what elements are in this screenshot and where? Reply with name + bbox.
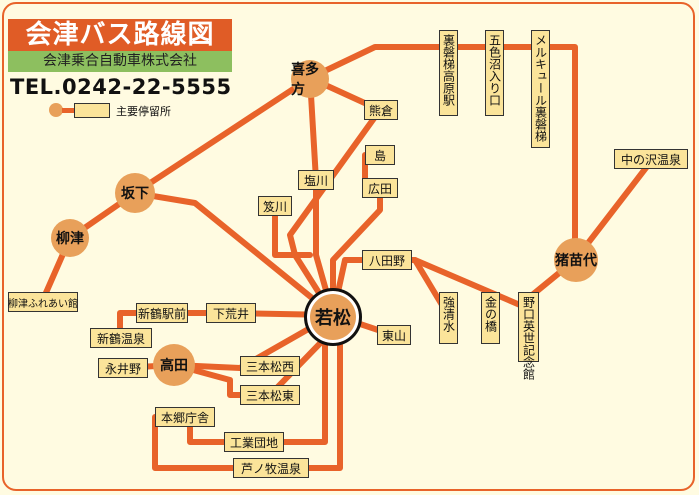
stop-ashinomaki[interactable]: 芦ノ牧温泉 (233, 458, 309, 478)
hub-wakamatsu[interactable]: 若松 (304, 288, 362, 346)
route-kutsukawa (272, 202, 313, 258)
route-kitakata-shiokawa (307, 75, 336, 318)
stop-kyoshimizu[interactable]: 強清水 (439, 292, 458, 344)
stop-hongo[interactable]: 本郷庁舎 (155, 407, 215, 427)
stop-goshikinuma[interactable]: 五色沼入り口 (485, 30, 504, 116)
legend-hub-icon (49, 103, 63, 117)
hub-kitakata[interactable]: 喜多方 (291, 60, 329, 98)
stop-sanbonmatsu-higashi[interactable]: 三本松東 (240, 385, 300, 405)
stop-shintsuru-onsen[interactable]: 新鶴温泉 (90, 328, 152, 348)
hub-sakashita[interactable]: 坂下 (115, 173, 155, 213)
map-title: 会津バス路線図 (8, 19, 232, 51)
stop-nakanosawa[interactable]: 中の沢温泉 (614, 149, 688, 169)
stop-shimoarai[interactable]: 下荒井 (206, 303, 256, 323)
stop-hiroda[interactable]: 広田 (362, 178, 398, 198)
stop-higashiyama[interactable]: 東山 (377, 325, 411, 345)
stop-shiokawa[interactable]: 塩川 (298, 170, 334, 190)
stop-nagaino[interactable]: 永井野 (98, 358, 148, 378)
route-kumakura-wakamatsu (287, 107, 383, 318)
route-sakashita-wakamatsu (132, 190, 336, 318)
phone-number[interactable]: TEL.0242-22-5555 (10, 75, 232, 99)
stop-yatsuda[interactable]: 八田野 (362, 250, 412, 270)
stop-shima[interactable]: 島 (365, 145, 395, 165)
stop-sanbonmatsu-nishi[interactable]: 三本松西 (240, 356, 300, 376)
stop-kumakura[interactable]: 熊倉 (364, 100, 398, 120)
map-frame (2, 2, 695, 491)
route-kitakata-yanaizu (42, 75, 313, 298)
route-kitakata-urabandai (307, 44, 578, 263)
company-name: 会津乗合自動車株式会社 (8, 51, 232, 72)
hub-inawashiro[interactable]: 猪苗代 (554, 238, 598, 282)
hub-takada[interactable]: 高田 (153, 344, 195, 386)
stop-mercure[interactable]: メルキュール裏磐梯 (531, 30, 550, 148)
legend-label: 主要停留所 (116, 105, 171, 118)
stop-kutsukawa[interactable]: 笈川 (258, 196, 292, 216)
stop-shintsuru-eki[interactable]: 新鶴駅前 (136, 303, 188, 323)
stop-kogyo[interactable]: 工業団地 (224, 432, 284, 452)
stop-yanaizu-fureai[interactable]: 柳津ふれあい館 (8, 292, 78, 312)
stop-noguchi[interactable]: 野口英世記念館 (518, 292, 539, 380)
stop-kanenohashi[interactable]: 金の橋 (481, 292, 500, 344)
legend-stop-icon (74, 103, 110, 118)
legend-line-icon (62, 108, 74, 113)
stop-urabandai-kogen[interactable]: 裏磐梯高原駅 (439, 30, 458, 116)
hub-yanaizu[interactable]: 柳津 (51, 219, 89, 257)
